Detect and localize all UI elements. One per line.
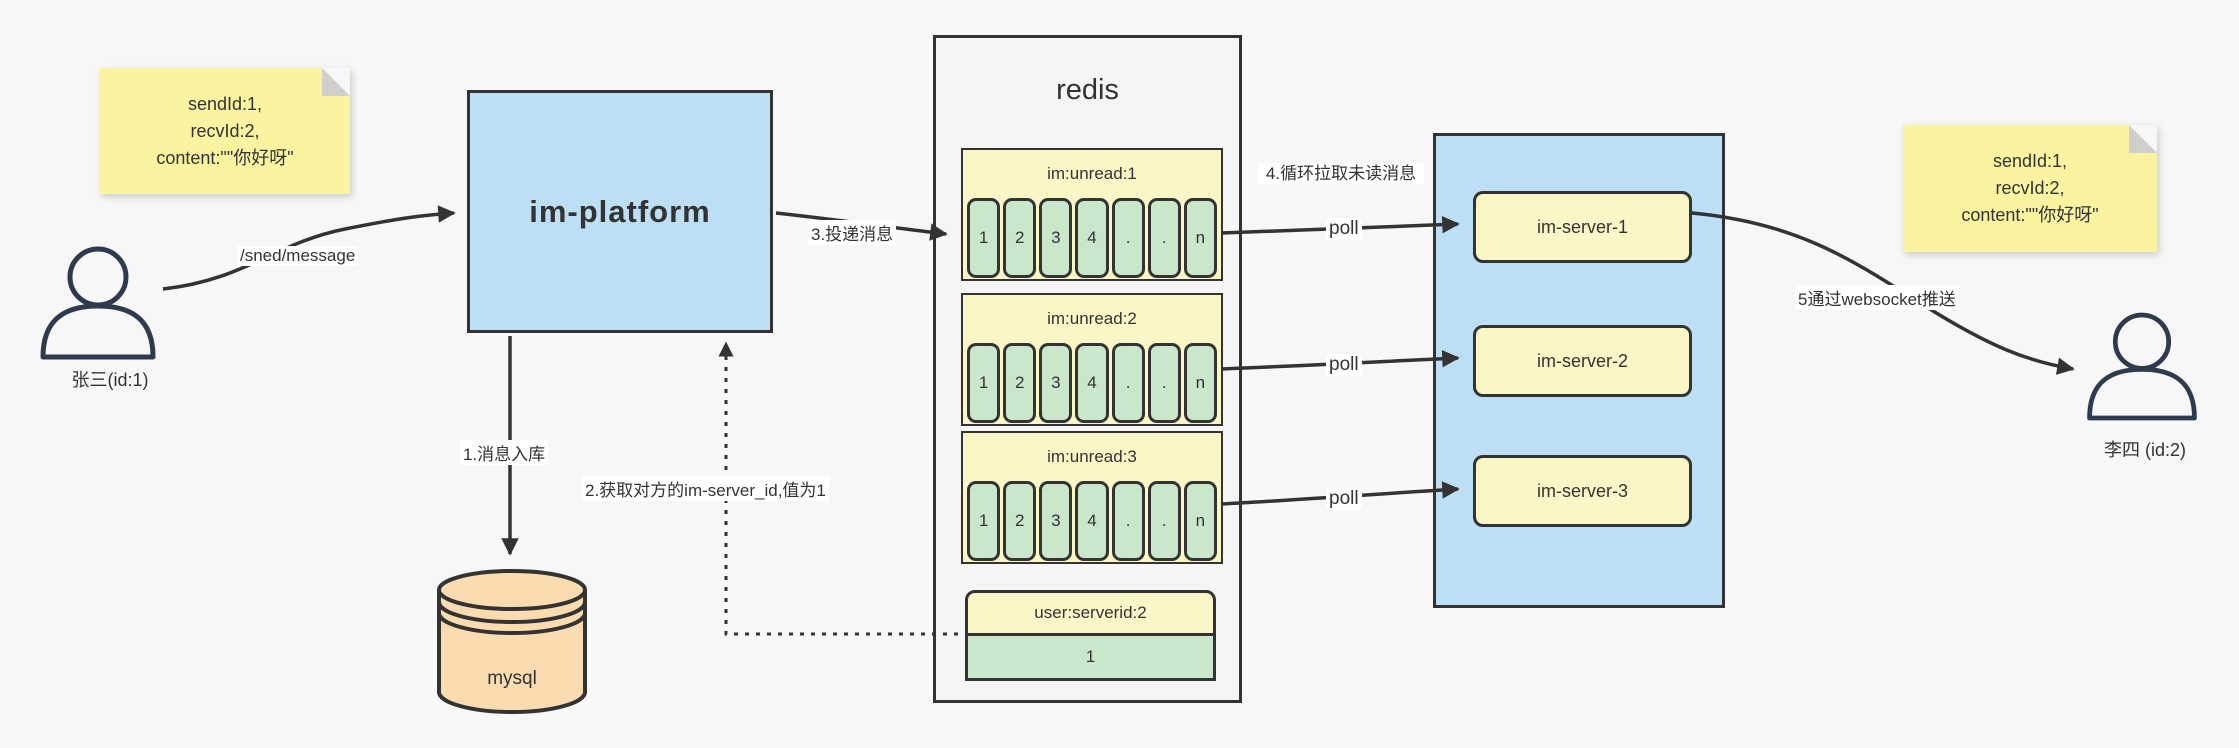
edge-label-poll-2: poll [1326,354,1362,376]
queue-cell: 2 [1003,481,1037,561]
note-fold-corner [2129,125,2157,153]
queue-im-unread-1: im:unread:1 1 2 3 4 . . n [961,148,1223,281]
queue-cell: 3 [1039,343,1073,423]
queue-cell: . [1147,343,1181,423]
im-platform-label: im-platform [529,193,711,229]
kv-value: 1 [965,636,1216,681]
queue-header: im:unread:2 [1047,309,1137,328]
queue-cell: 2 [1003,198,1037,278]
kv-header: user:serverid:2 [965,590,1216,636]
queue-cell: n [1183,481,1217,561]
kv-user-serverid: user:serverid:2 1 [965,590,1216,681]
note-line: recvId:2, [1995,178,2065,198]
queue-im-unread-3: im:unread:3 1 2 3 4 . . n [961,431,1223,564]
queue-cell: 3 [1039,198,1073,278]
sender-user-icon [40,246,156,360]
edge-label-send: /sned/message [237,246,359,266]
im-platform-box: im-platform [467,90,773,333]
edge-label-store: 1.消息入库 [460,440,549,465]
queue-cell: . [1147,481,1181,561]
queue-cell: 4 [1075,198,1109,278]
note-line: content:""你好呀" [1961,205,2099,225]
queue-im-unread-2: im:unread:2 1 2 3 4 . . n [961,293,1223,426]
queue-cell: . [1111,481,1145,561]
im-server-1-box: im-server-1 [1473,191,1692,263]
receiver-user-icon [2087,312,2197,421]
queue-cell: . [1147,198,1181,278]
sticky-note-right: sendId:1, recvId:2, content:""你好呀" [1903,125,2157,252]
edge-label-poll-1: poll [1326,218,1362,240]
queue-cell: . [1111,343,1145,423]
queue-cell: 1 [967,198,1001,278]
queue-cells: 1 2 3 4 . . n [963,198,1221,278]
queue-header: im:unread:1 [1047,164,1137,183]
note-line: sendId:1, [187,93,263,114]
redis-title: redis [1056,74,1119,106]
edge-label-poll-3: poll [1326,488,1362,510]
sender-label: 张三(id:1) [71,370,149,390]
queue-cell: n [1183,343,1217,423]
redis-container: redis im:unread:1 1 2 3 4 . . n im:unrea… [933,35,1242,703]
edge-label-deliver: 3.投递消息 [808,220,897,245]
queue-cell: 3 [1039,481,1073,561]
sticky-note-left: sendId:1, recvId:2, content:""你好呀" [100,68,350,194]
receiver-label: 李四 (id:2) [2103,440,2186,460]
queue-cell: 1 [967,481,1001,561]
mysql-database-icon: mysql [437,569,587,715]
note-line: content:""你好呀" [156,147,294,168]
queue-header: im:unread:3 [1047,447,1137,466]
queue-cell: . [1111,198,1145,278]
queue-cell: 2 [1003,343,1037,423]
im-server-2-box: im-server-2 [1473,325,1692,397]
queue-cell: 4 [1075,343,1109,423]
queue-cells: 1 2 3 4 . . n [963,481,1221,561]
queue-cells: 1 2 3 4 . . n [963,343,1221,423]
note-line: recvId:2, [190,120,260,141]
mysql-label: mysql [487,668,537,689]
queue-cell: 4 [1075,481,1109,561]
note-line: sendId:1, [1992,151,2068,171]
im-server-3-box: im-server-3 [1473,455,1692,527]
edge-label-push: 5通过websocket推送 [1795,285,1959,310]
note-fold-corner [322,68,350,96]
queue-cell: 1 [967,343,1001,423]
edge-label-pull: 4.循环拉取未读消息 [1258,163,1424,184]
edge-label-lookup: 2.获取对方的im-server_id,值为1 [582,476,829,501]
im-server-cluster-box: im-server-1 im-server-2 im-server-3 [1433,133,1725,608]
queue-cell: n [1183,198,1217,278]
